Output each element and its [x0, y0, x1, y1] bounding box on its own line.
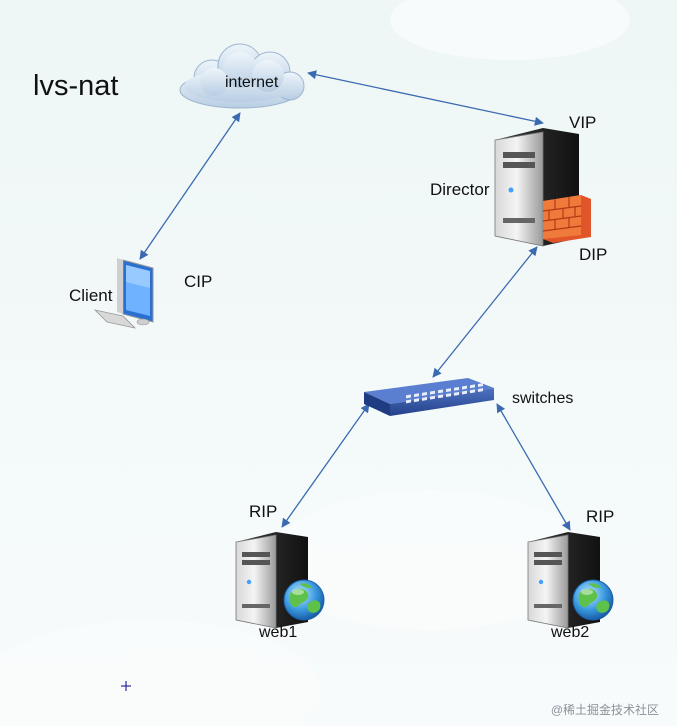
- rip-label-web2: RIP: [586, 507, 615, 526]
- diagram-title: lvs-nat: [33, 70, 119, 102]
- link-internet-director: [307, 70, 544, 126]
- watermark: @稀土掘金技术社区: [550, 703, 659, 717]
- globe-icon: [283, 579, 325, 621]
- dip-label: DIP: [579, 245, 608, 264]
- link-director-switch: [432, 246, 538, 378]
- link-internet-client: [139, 112, 241, 260]
- link-switch-web2: [496, 403, 571, 531]
- internet-label: internet: [225, 74, 279, 91]
- rip-label-web1: RIP: [249, 502, 278, 521]
- director-label: Director: [430, 180, 490, 199]
- desktop-computer-icon: [93, 258, 154, 329]
- vip-label: VIP: [569, 113, 597, 132]
- client-label: Client: [69, 286, 113, 305]
- cip-label: CIP: [184, 272, 213, 291]
- crosshair-icon: [121, 681, 131, 691]
- web1-label: web1: [259, 624, 298, 641]
- firewall-icon: [542, 195, 591, 243]
- cloud-icon: [179, 43, 305, 109]
- switch-label: switches: [512, 390, 574, 407]
- globe-icon: [572, 579, 614, 621]
- link-switch-web1: [281, 403, 370, 528]
- network-switch-icon: [364, 378, 494, 416]
- web2-label: web2: [551, 624, 590, 641]
